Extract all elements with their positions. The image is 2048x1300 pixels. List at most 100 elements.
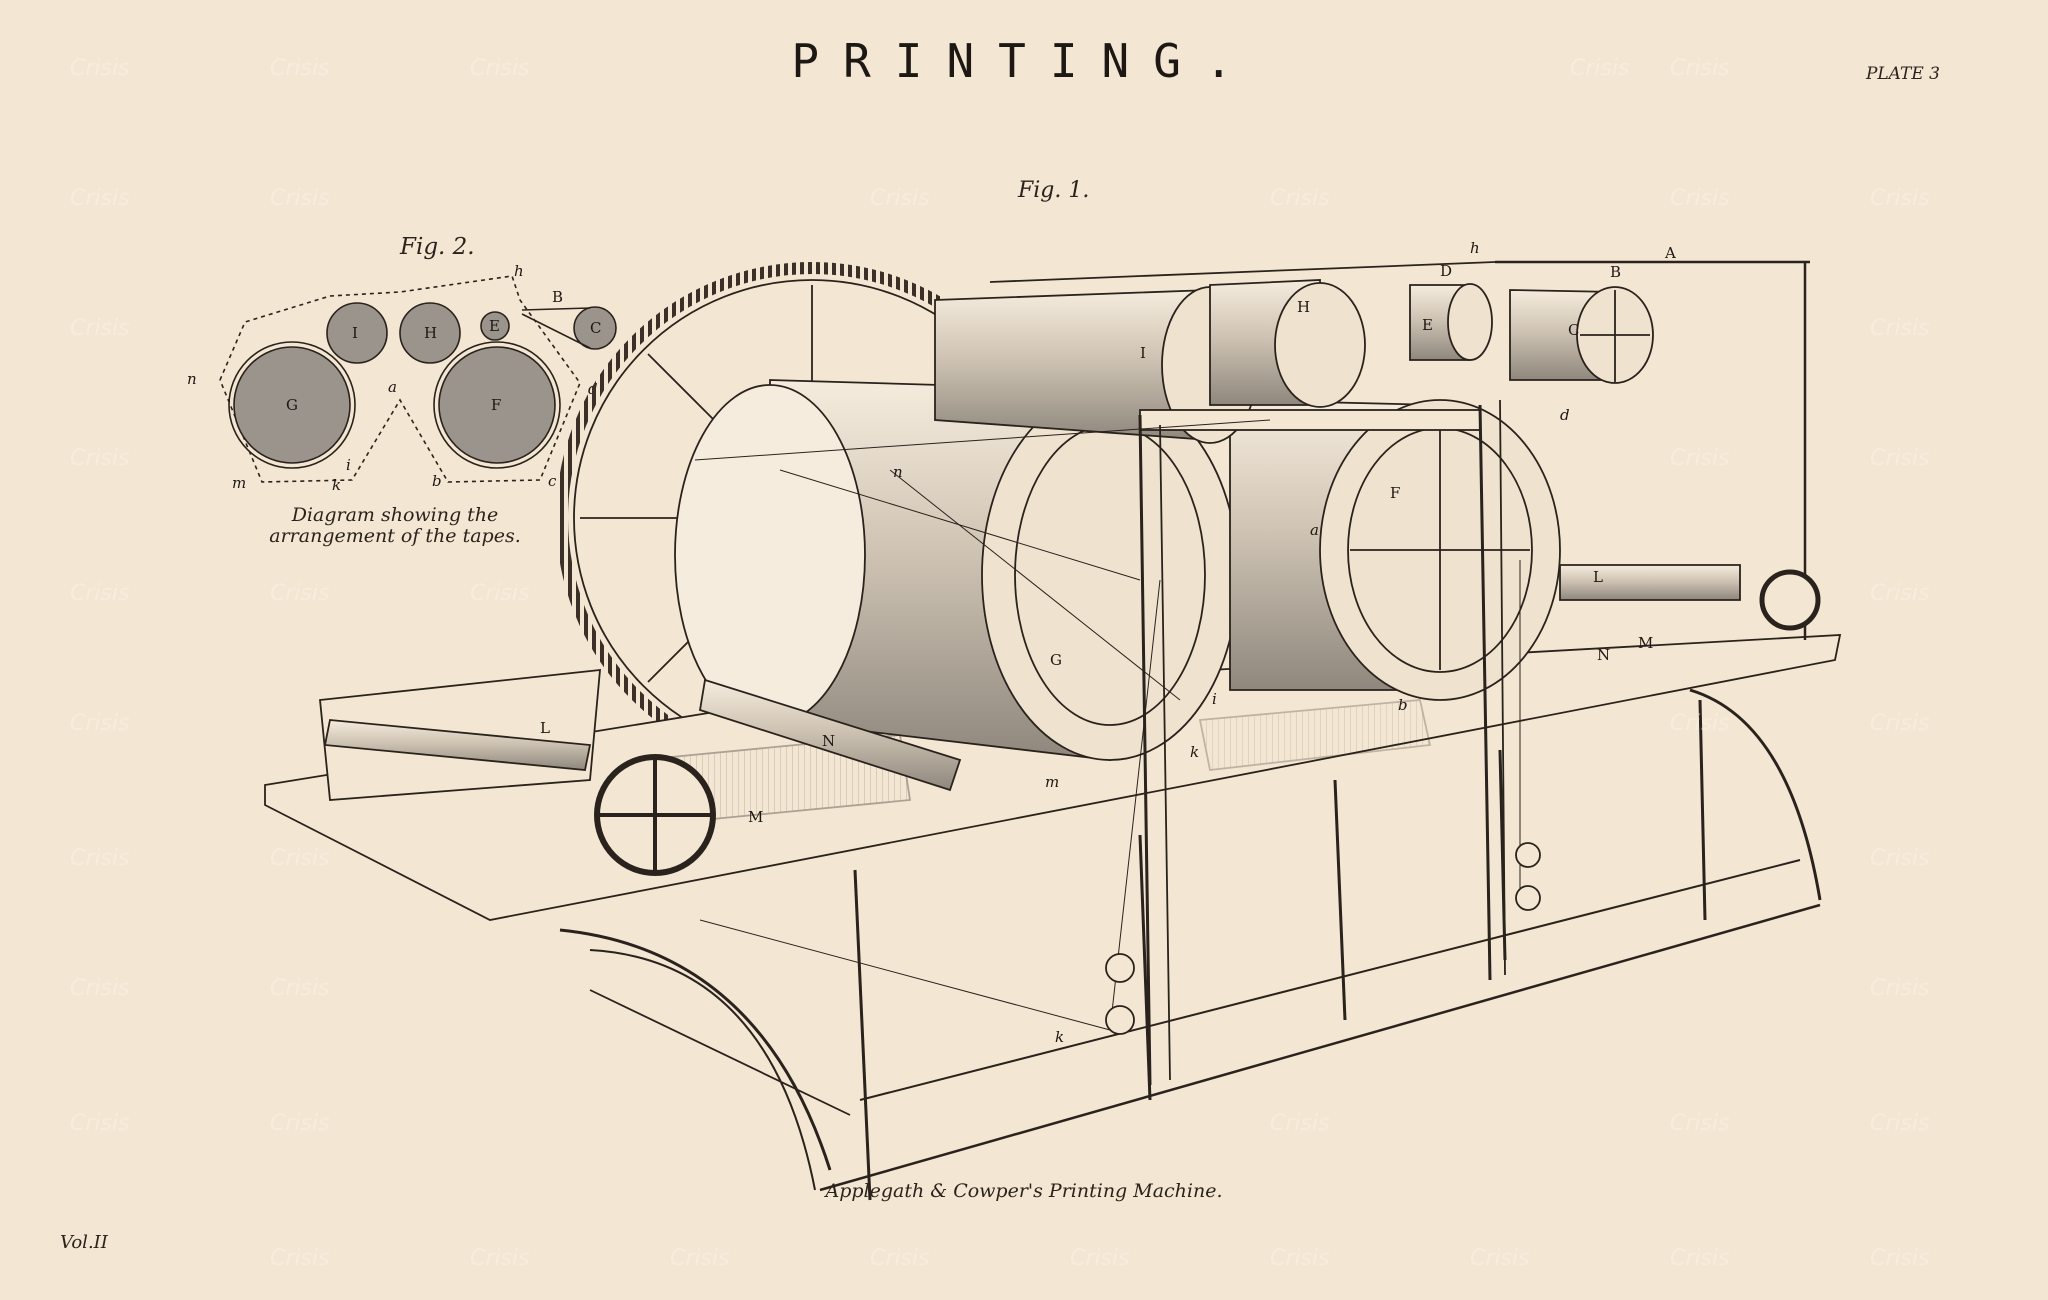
fig2-letter-g: G (286, 396, 298, 414)
fig1-letter-m-right: M (1638, 634, 1653, 652)
svg-text:Crisis: Crisis (1870, 316, 1930, 341)
svg-text:Crisis: Crisis (70, 846, 130, 871)
svg-text:Crisis: Crisis (1870, 581, 1930, 606)
fig2-letter-a: a (388, 378, 397, 396)
fig1-letter-k-lower: k (1055, 1028, 1064, 1046)
fig1-letter-e-upper: E (1422, 316, 1433, 334)
fig2-caption: Diagram showing the arrangement of the t… (269, 504, 521, 547)
fig2-letter-n: n (187, 370, 197, 388)
fig2-letter-e: E (489, 317, 500, 335)
fig2-letter-i: I (352, 324, 358, 342)
fig2-letter-f: F (491, 396, 501, 414)
svg-text:Crisis: Crisis (1570, 56, 1630, 81)
fig2-letter-m: m (232, 474, 246, 492)
fig1-letter-m: m (1045, 773, 1059, 791)
svg-text:Crisis: Crisis (1270, 186, 1330, 211)
svg-text:Crisis: Crisis (1070, 1246, 1130, 1271)
svg-text:Crisis: Crisis (70, 581, 130, 606)
svg-text:Crisis: Crisis (1870, 711, 1930, 736)
svg-text:Crisis: Crisis (1870, 1246, 1930, 1271)
fig1-letter-b-upper: B (1610, 263, 1621, 281)
fig2-cylinder-e (480, 311, 510, 341)
fig1-letter-d-upper: D (1440, 262, 1452, 280)
svg-text:Crisis: Crisis (1270, 1111, 1330, 1136)
svg-text:Crisis: Crisis (270, 1246, 330, 1271)
fig1-letter-a: a (1310, 521, 1319, 539)
flywheel-right (1759, 569, 1821, 631)
fig1-letter-n: n (893, 463, 903, 481)
svg-text:Crisis: Crisis (270, 976, 330, 1001)
roller-l-right (1559, 564, 1741, 601)
fig2-diagram (219, 275, 617, 483)
fig1-letter-g-upper: G (1050, 651, 1062, 669)
svg-text:Crisis: Crisis (70, 711, 130, 736)
fig2-label: Fig. 2. (400, 234, 475, 260)
fig1-caption: Applegath & Cowper's Printing Machine. (825, 1180, 1223, 1202)
svg-text:Crisis: Crisis (70, 186, 130, 211)
volume-label: Vol.II (60, 1232, 108, 1253)
svg-text:Crisis: Crisis (1670, 56, 1730, 81)
svg-text:Crisis: Crisis (1870, 186, 1930, 211)
svg-text:Crisis: Crisis (70, 56, 130, 81)
fig1-letter-k: k (1190, 743, 1199, 761)
fig2-cylinder-c (573, 306, 617, 350)
fig2-cylinder-f (438, 346, 556, 464)
svg-text:Crisis: Crisis (1670, 186, 1730, 211)
svg-text:Crisis: Crisis (1670, 711, 1730, 736)
svg-text:Crisis: Crisis (1270, 1246, 1330, 1271)
fig1-letter-d: d (1560, 406, 1570, 424)
fig2-letter-k: k (332, 476, 341, 494)
svg-text:Crisis: Crisis (1870, 976, 1930, 1001)
fig1-letter-i: i (1212, 690, 1217, 708)
fig1-letter-h-upper: H (1297, 298, 1310, 316)
fig1-letter-n-left: N (822, 732, 835, 750)
svg-text:Crisis: Crisis (470, 56, 530, 81)
fig2-letter-b-small: b (432, 472, 442, 490)
fig2-letter-h: H (424, 324, 437, 342)
fig1-machine (264, 260, 1842, 1201)
svg-text:Crisis: Crisis (470, 1246, 530, 1271)
svg-text:Crisis: Crisis (1470, 1246, 1530, 1271)
fig2-letter-h-small: h (514, 262, 524, 280)
svg-text:Crisis: Crisis (270, 846, 330, 871)
fig2-letter-c-small: c (548, 472, 557, 490)
svg-text:Crisis: Crisis (1670, 1246, 1730, 1271)
fig1-letter-h: h (1470, 239, 1480, 257)
plate-number: PLATE 3 (1865, 64, 1940, 84)
svg-text:Crisis: Crisis (870, 186, 930, 211)
fig2-tape-path (219, 275, 581, 483)
fig2-cylinder-i (326, 302, 388, 364)
svg-text:Crisis: Crisis (1670, 446, 1730, 471)
svg-text:Crisis: Crisis (270, 56, 330, 81)
svg-text:Crisis: Crisis (270, 186, 330, 211)
svg-text:Crisis: Crisis (870, 1246, 930, 1271)
svg-text:Crisis: Crisis (470, 581, 530, 606)
fig1-letter-l-right: L (1593, 568, 1603, 586)
roller-n-left (698, 678, 962, 792)
fig2-cylinder-g (233, 346, 351, 464)
svg-text:Crisis: Crisis (70, 976, 130, 1001)
svg-text:Crisis: Crisis (1870, 846, 1930, 871)
plate-title: PRINTING. (791, 34, 1257, 88)
fig1-letters: A B C D E F G H I L L M M N N a b d h i … (540, 239, 1676, 1046)
svg-text:Crisis: Crisis (1670, 1111, 1730, 1136)
fig1-letter-m-left: M (748, 808, 763, 826)
svg-text:Crisis: Crisis (70, 1111, 130, 1136)
svg-text:Crisis: Crisis (70, 316, 130, 341)
fig2-letter-b: B (552, 288, 563, 306)
svg-text:Crisis: Crisis (270, 1111, 330, 1136)
roller-l-left (323, 719, 592, 771)
fig2-cylinder-h (399, 302, 461, 364)
svg-text:Crisis: Crisis (670, 1246, 730, 1271)
fig2-letter-i-small: i (346, 456, 351, 474)
fig2-letters: G I H E F C B h n a d m i k b c (187, 262, 601, 494)
fig1-letter-n-right: N (1597, 646, 1610, 664)
svg-text:Crisis: Crisis (1870, 446, 1930, 471)
fig2-letter-c: C (590, 319, 601, 337)
fig1-letter-i-upper: I (1140, 344, 1146, 362)
svg-text:Crisis: Crisis (1870, 1111, 1930, 1136)
central-frame-top (1139, 409, 1481, 431)
